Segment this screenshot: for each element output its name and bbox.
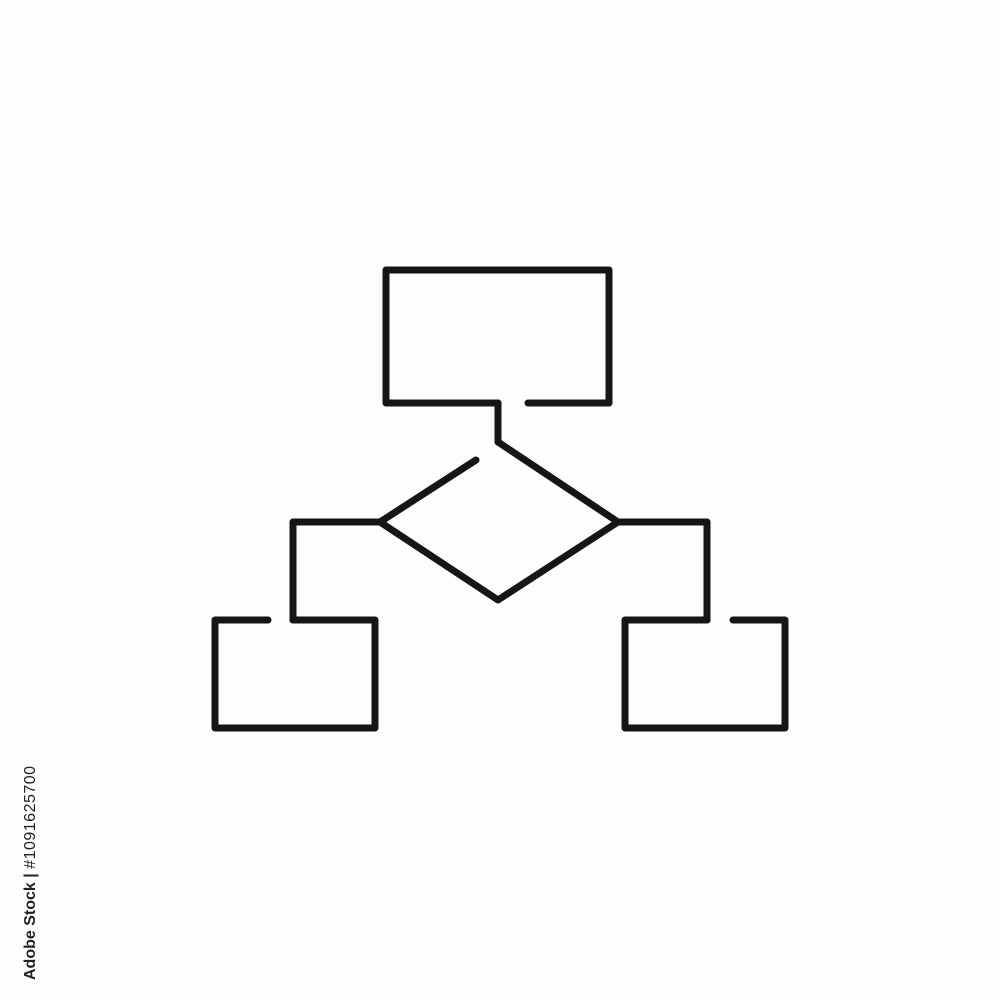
bottom-right-box-outline	[621, 616, 789, 732]
stock-number: #1091625700	[22, 765, 39, 869]
decision-diamond	[376, 438, 622, 604]
stock-brand: Adobe Stock	[22, 882, 39, 980]
left-branch-line	[289, 518, 384, 624]
right-branch-line	[614, 518, 711, 624]
stock-id-label: Adobe Stock | #1091625700	[22, 765, 40, 980]
top-box-outline	[382, 266, 613, 407]
bottom-left-box-outline	[211, 616, 379, 732]
stock-separator: |	[22, 873, 39, 878]
